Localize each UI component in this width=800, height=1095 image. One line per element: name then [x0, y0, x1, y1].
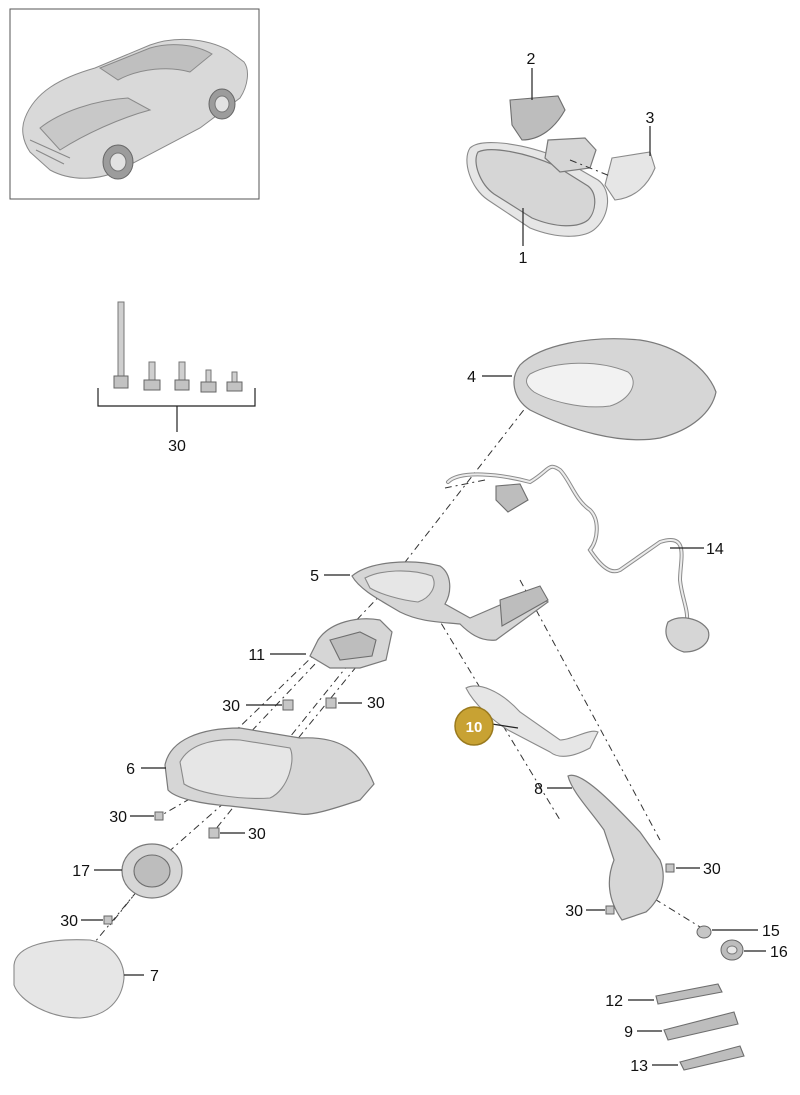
label-15: 15 [762, 923, 780, 940]
label-30-a: 30 [222, 698, 240, 715]
label-2: 2 [527, 51, 536, 68]
label-8: 8 [534, 781, 543, 798]
label-1: 1 [519, 250, 528, 267]
mirror-base-6 [141, 727, 375, 815]
label-30-screwset: 30 [168, 438, 186, 455]
screw-set [97, 301, 256, 432]
label-5: 5 [310, 568, 319, 585]
highlight-badge-ring [454, 706, 494, 746]
label-14: 14 [706, 541, 724, 558]
label-13: 13 [630, 1058, 648, 1075]
interior-mirror [466, 68, 656, 246]
label-30-f: 30 [703, 861, 721, 878]
label-3: 3 [646, 110, 655, 127]
label-11: 11 [248, 647, 265, 664]
car-thumbnail-icon [22, 38, 248, 180]
mirror-arm-8 [547, 774, 664, 921]
trim-10 [465, 685, 599, 757]
car-thumbnail [9, 8, 260, 200]
label-30-e: 30 [60, 913, 78, 930]
label-9: 9 [624, 1024, 633, 1041]
label-6: 6 [126, 761, 135, 778]
label-12: 12 [605, 993, 623, 1010]
strips [628, 983, 745, 1071]
mirror-cap-4 [482, 338, 717, 441]
label-17: 17 [72, 863, 90, 880]
label-16: 16 [770, 944, 788, 961]
label-4: 4 [467, 369, 476, 386]
mirror-mount-2 [509, 95, 566, 141]
mirror-cover-3 [604, 151, 656, 201]
mirror-motor-17 [94, 843, 183, 899]
wiring-harness-14 [446, 464, 710, 653]
label-10: 10 [466, 719, 483, 736]
fasteners [81, 697, 766, 961]
mirror-housing-5 [324, 561, 550, 641]
label-30-c: 30 [109, 809, 127, 826]
highlight-badge[interactable] [455, 707, 493, 745]
mirror-glass-7 [13, 939, 144, 1019]
label-30-g: 30 [565, 903, 583, 920]
bracket-11 [270, 618, 393, 669]
label-7: 7 [150, 968, 159, 985]
label-30-b: 30 [367, 695, 385, 712]
label-30-d: 30 [248, 826, 266, 843]
callouts: 2 3 1 30 4 14 5 11 30 30 6 30 30 17 30 7… [60, 51, 788, 1075]
